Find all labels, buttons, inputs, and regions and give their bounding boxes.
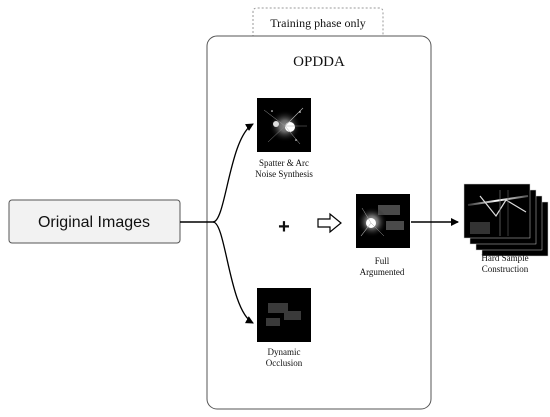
- original-images-label: Original Images: [38, 214, 150, 231]
- training-phase-tab: Training phase only: [252, 7, 384, 37]
- occlusion-label-line2: Occlusion: [266, 358, 303, 368]
- arrow-to-occlusion: [212, 221, 254, 324]
- training-phase-label: Training phase only: [270, 16, 366, 30]
- spatter-label-line1: Spatter & Arc: [259, 158, 309, 168]
- hard-label-line2: Construction: [482, 264, 529, 274]
- occlusion-label-line1: Dynamic: [268, 347, 301, 357]
- spatter-arc-image: [257, 98, 311, 152]
- plus-icon: +: [278, 216, 290, 238]
- spatter-label-line2: Noise Synthesis: [255, 169, 313, 179]
- branch-connectors: [180, 123, 254, 324]
- original-images-box: Original Images: [8, 199, 181, 244]
- hard-sample-stack: [463, 183, 549, 257]
- full-label-line2: Argumented: [360, 267, 405, 277]
- full-augmented-image: [356, 194, 410, 248]
- dynamic-occlusion-image: [257, 288, 311, 342]
- panel-title: OPDDA: [293, 54, 345, 70]
- hard-label-line1: Hard Sample: [481, 253, 528, 263]
- outline-arrow-icon: [317, 212, 342, 234]
- arrow-to-spatter: [212, 123, 254, 223]
- full-label-line1: Full: [375, 256, 390, 266]
